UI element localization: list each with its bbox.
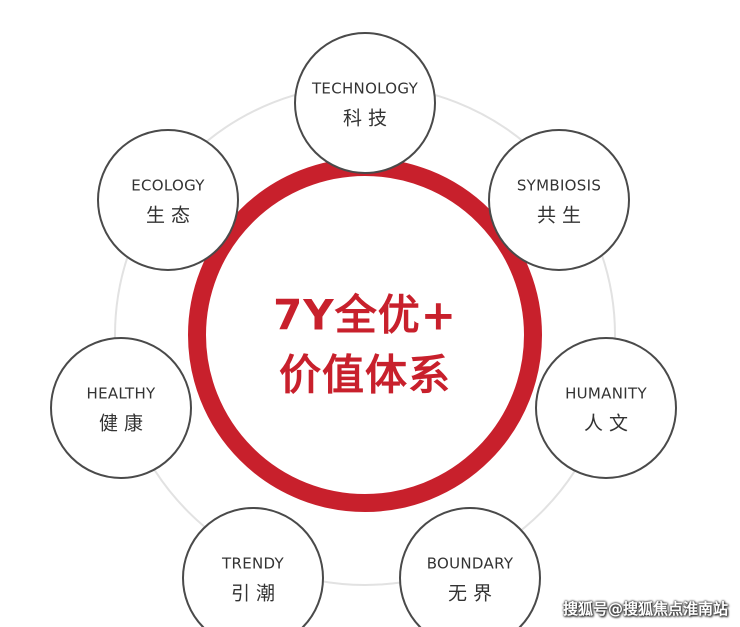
node-label-en: TRENDY — [221, 555, 285, 573]
watermark-text: 搜狐号@搜狐焦点淮南站 — [562, 600, 728, 618]
node-circle — [50, 337, 192, 479]
center-title-line-1: 7Y全优+ — [273, 291, 457, 340]
node-label-zh: 生态 — [146, 205, 196, 227]
node-label-en: HEALTHY — [86, 385, 156, 403]
node-symbiosis: SYMBIOSIS 共生 — [488, 129, 630, 271]
node-label-zh: 共生 — [537, 205, 587, 227]
node-label-en: TECHNOLOGY — [311, 80, 419, 98]
node-trendy: TRENDY 引潮 — [182, 507, 324, 627]
node-label-zh: 人文 — [584, 413, 634, 435]
node-circle — [399, 507, 541, 627]
node-boundary: BOUNDARY 无界 — [399, 507, 541, 627]
node-humanity: HUMANITY 人文 — [535, 337, 677, 479]
node-label-en: ECOLOGY — [131, 177, 205, 195]
node-label-en: SYMBIOSIS — [517, 177, 601, 195]
node-circle — [294, 32, 436, 174]
node-label-en: BOUNDARY — [427, 555, 514, 573]
center-title-line-2: 价值体系 — [279, 351, 451, 400]
node-label-zh: 无界 — [448, 583, 498, 605]
node-healthy: HEALTHY 健康 — [50, 337, 192, 479]
node-circle — [535, 337, 677, 479]
node-label-en: HUMANITY — [565, 385, 647, 403]
node-label-zh: 科技 — [343, 108, 393, 130]
node-label-zh: 健康 — [99, 413, 149, 435]
node-label-zh: 引潮 — [231, 583, 281, 605]
node-circle — [182, 507, 324, 627]
node-ecology: ECOLOGY 生态 — [97, 129, 239, 271]
node-technology: TECHNOLOGY 科技 — [294, 32, 436, 174]
node-circle — [97, 129, 239, 271]
node-circle — [488, 129, 630, 271]
